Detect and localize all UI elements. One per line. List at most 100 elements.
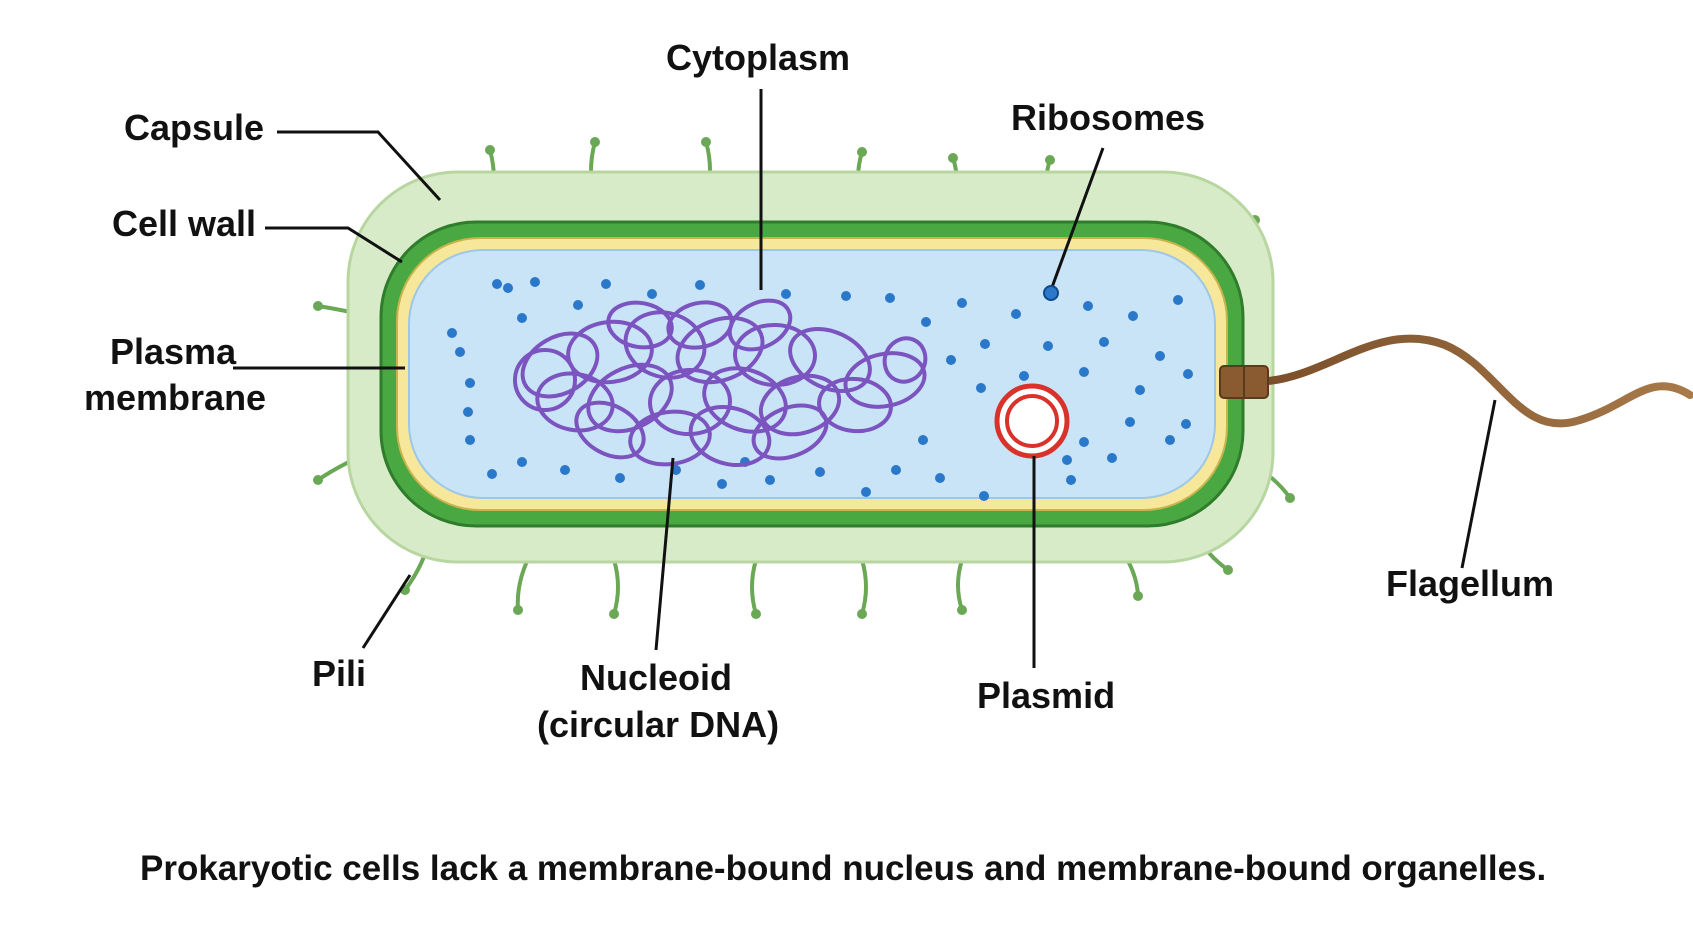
ribosome — [841, 291, 851, 301]
dna-loop — [606, 300, 674, 350]
ribosome — [530, 277, 540, 287]
ribosome — [1183, 369, 1193, 379]
dna-loop — [586, 362, 674, 434]
leader-capsule — [277, 130, 442, 202]
ribosome — [1079, 367, 1089, 377]
pilus-tip — [857, 609, 867, 619]
pilus-tip — [313, 301, 323, 311]
ribosome — [1019, 371, 1029, 381]
ribosome — [957, 298, 967, 308]
ribosome — [946, 355, 956, 365]
ribosome — [921, 317, 931, 327]
ribosome — [465, 378, 475, 388]
ribosome — [503, 283, 513, 293]
ribosome — [1181, 419, 1191, 429]
ribosome — [1011, 309, 1021, 319]
label-plasma-membrane-line2: membrane — [84, 377, 266, 418]
ribosome — [487, 469, 497, 479]
label-capsule: Capsule — [124, 107, 264, 148]
pilus-tip — [957, 605, 967, 615]
ribosome — [1128, 311, 1138, 321]
ribosome — [781, 289, 791, 299]
label-pili: Pili — [312, 653, 366, 694]
dna-loop — [702, 366, 788, 434]
ribosome — [560, 465, 570, 475]
ribosome — [647, 289, 657, 299]
caption: Prokaryotic cells lack a membrane-bound … — [140, 849, 1546, 888]
ribosome — [1043, 341, 1053, 351]
dna-loop — [535, 371, 615, 433]
ribosome — [1107, 453, 1117, 463]
ribosome — [935, 473, 945, 483]
ribosome — [573, 300, 583, 310]
leader-cell-wall — [265, 226, 403, 264]
dna-loop — [758, 373, 842, 437]
pilus-tip — [1133, 591, 1143, 601]
dna-loop — [666, 300, 734, 350]
ribosome — [517, 457, 527, 467]
pilus-tip — [1045, 155, 1055, 165]
ribosome — [465, 435, 475, 445]
ribosome — [447, 328, 457, 338]
ribosome — [1155, 351, 1165, 361]
pilus — [612, 558, 620, 616]
ribosome — [1165, 435, 1175, 445]
label-flagellum: Flagellum — [1386, 563, 1554, 604]
dna-loop — [817, 376, 893, 434]
leader-ribosomes — [1049, 147, 1105, 291]
label-nucleoid-line2: (circular DNA) — [537, 704, 779, 745]
ribosome — [861, 487, 871, 497]
pilus-tip — [948, 153, 958, 163]
ribosome — [1083, 301, 1093, 311]
dna-loop — [882, 336, 928, 384]
pilus — [956, 558, 964, 612]
plasmid — [994, 383, 1070, 459]
ribosome — [1099, 337, 1109, 347]
ribosome — [1079, 437, 1089, 447]
ribosome — [1062, 455, 1072, 465]
ribosome — [601, 279, 611, 289]
ribosome — [1066, 475, 1076, 485]
pilus — [750, 558, 758, 616]
label-ribosomes: Ribosomes — [1011, 97, 1205, 138]
leader-flagellum — [1460, 399, 1497, 569]
dna-loop — [675, 315, 765, 385]
pilus-tip — [857, 147, 867, 157]
ribosome — [980, 339, 990, 349]
pilus-tip — [751, 609, 761, 619]
dna-loop — [751, 403, 829, 461]
pilus-tip — [485, 145, 495, 155]
ribosome — [615, 473, 625, 483]
pilus-tip — [701, 137, 711, 147]
ribosome — [717, 479, 727, 489]
pilus-tip — [313, 475, 323, 485]
ribosome — [695, 280, 705, 290]
ribosome — [976, 383, 986, 393]
ribosome — [463, 407, 473, 417]
ribosome — [455, 347, 465, 357]
pilus — [860, 558, 868, 616]
ribosome-pointer-dot — [1043, 285, 1059, 301]
ribosome — [1135, 385, 1145, 395]
leader-lines — [233, 89, 1497, 668]
ribosome — [492, 279, 502, 289]
dna-loop — [727, 298, 793, 352]
dna-loop — [788, 327, 872, 393]
label-cytoplasm: Cytoplasm — [666, 37, 850, 78]
label-plasmid: Plasmid — [977, 675, 1115, 716]
pilus-tip — [1223, 565, 1233, 575]
label-cell-wall: Cell wall — [112, 203, 256, 244]
pilus-tip — [513, 605, 523, 615]
label-plasma-membrane-line1: Plasma — [110, 331, 237, 372]
flagellum — [1219, 334, 1693, 428]
label-nucleoid-line1: Nucleoid — [580, 657, 732, 698]
ribosome — [1125, 417, 1135, 427]
ribosome — [918, 435, 928, 445]
pilus-tip — [1285, 493, 1295, 503]
nucleoid — [513, 298, 928, 467]
ribosome — [1173, 295, 1183, 305]
ribosome — [517, 313, 527, 323]
ribosome — [891, 465, 901, 475]
ribosome — [979, 491, 989, 501]
